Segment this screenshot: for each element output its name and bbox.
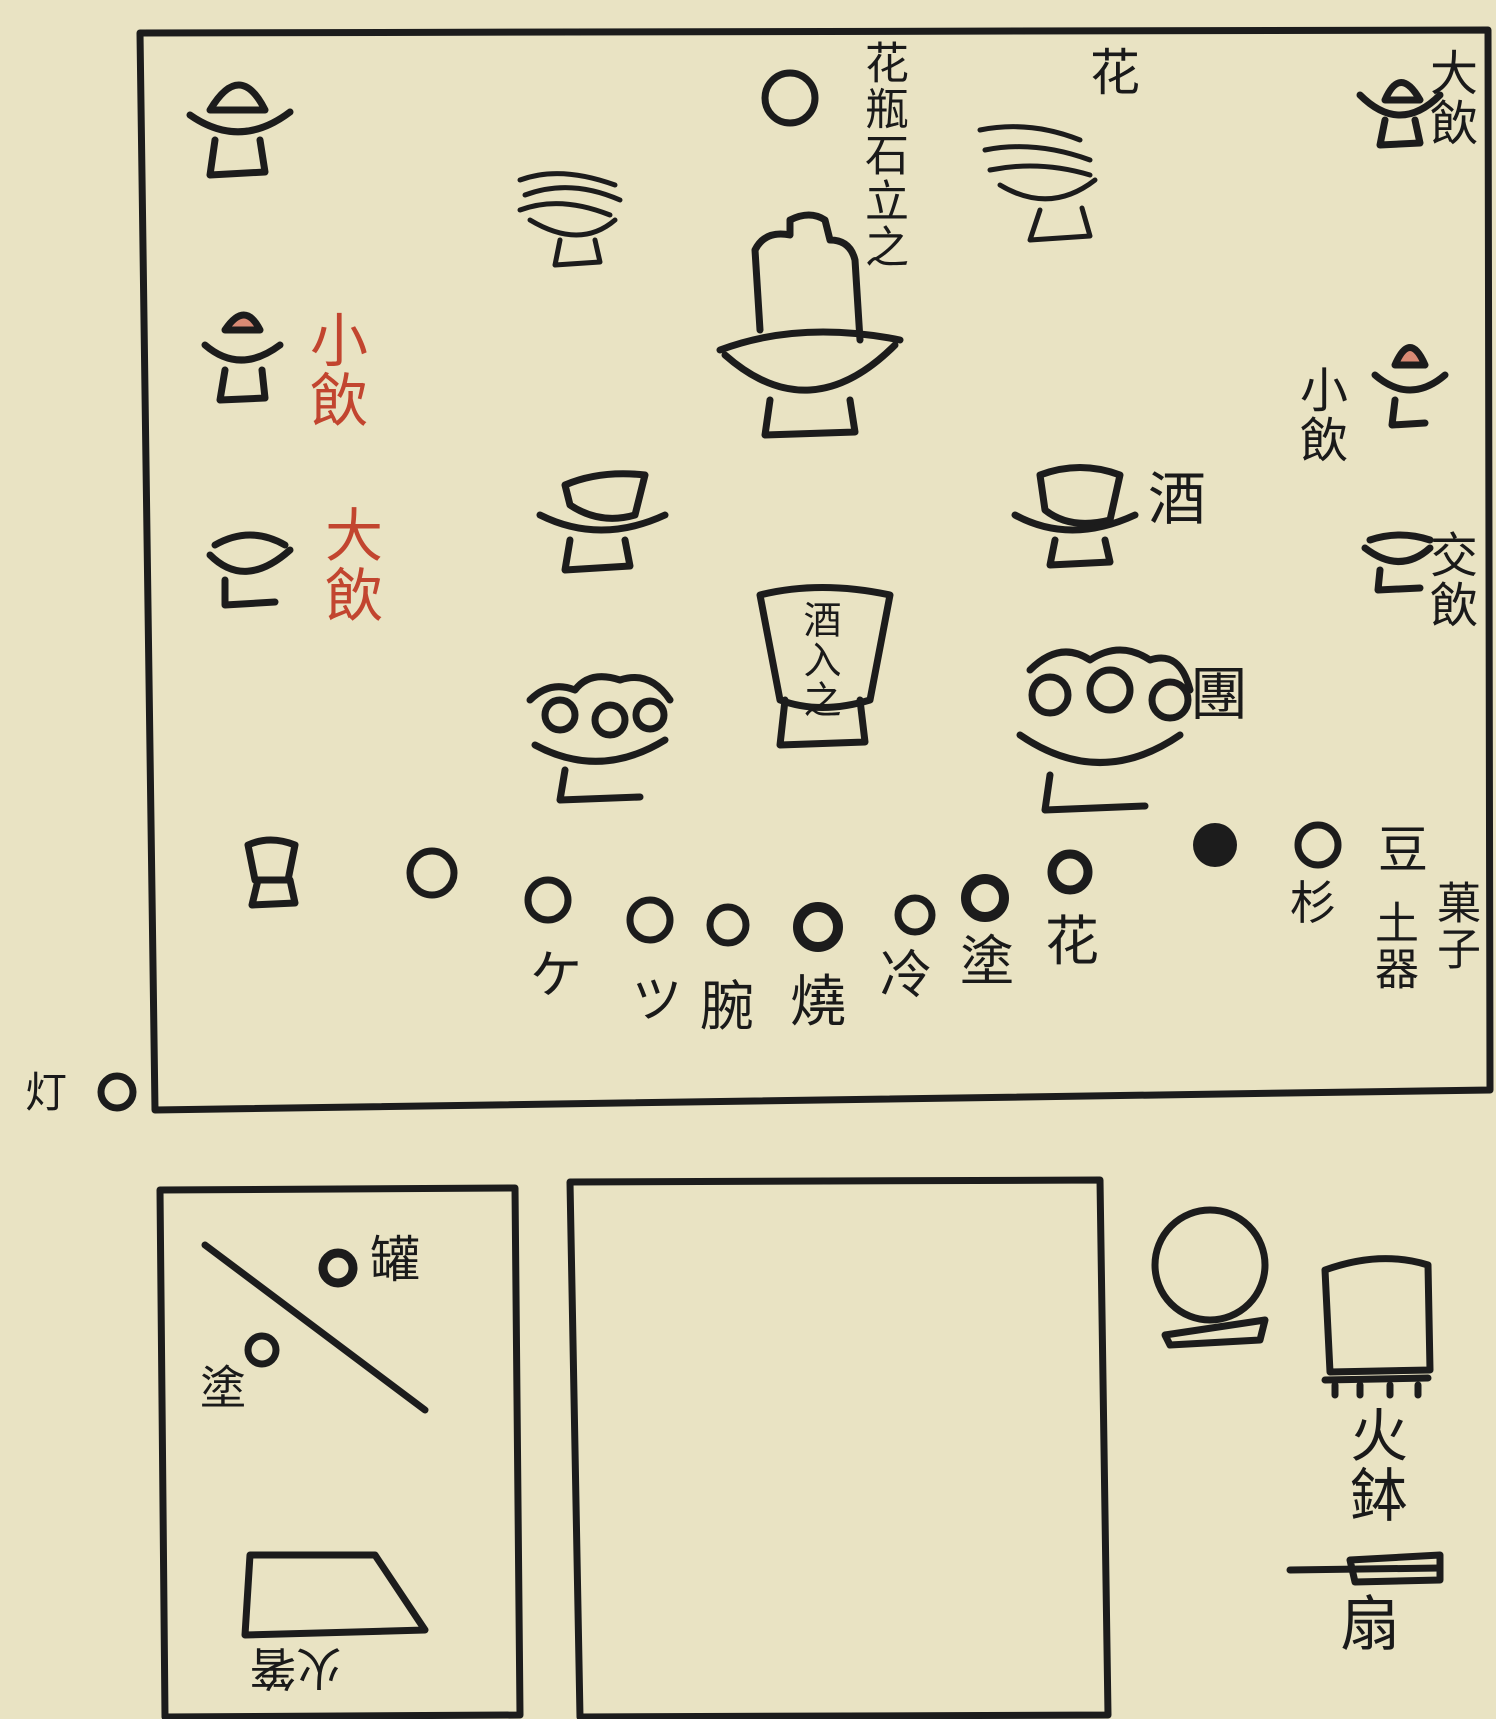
label-center-jar: 酒入之 [797,600,841,720]
left-box-frame [156,1184,524,1719]
label-row-ke: ケ [530,946,583,1006]
label-brazier: 火鉢 [1340,1405,1408,1525]
mirror-circle [1151,1206,1269,1324]
box-circle-upper [318,1248,358,1288]
label-fan: 扇 [1340,1590,1400,1660]
lamp-circle [97,1072,137,1112]
label-row-sugi: 杉 [1290,876,1336,930]
label-left-small-drink: 小飲 [300,310,368,430]
fan-icon [1286,1551,1444,1586]
jar-icon [756,584,894,749]
flower-bowl-icon-left [517,171,623,268]
dish-circle-nimono [706,903,750,947]
stand-plate [1161,1316,1269,1349]
label-left-box-upper: 罐 [370,1231,420,1289]
label-dumplings: 團 [1190,660,1249,728]
label-right-large-drink: 大飲 [1421,48,1477,148]
label-left-large-drink: 大飲 [315,505,383,625]
center-box-frame [566,1176,1112,1719]
dish-circle-filled [1193,823,1237,867]
dish-circle-tsu [626,896,674,944]
label-row-hiya: 冷 [880,946,933,1006]
label-vase-stone: 花瓶石立之 [857,40,908,270]
cup-icon-top-right [1356,79,1444,149]
label-left-box-tray: 火箸 [250,1641,342,1695]
vase-stone-icon [716,211,904,439]
dish-circle-ke [524,876,572,924]
label-right-other-drink: 交飲 [1421,530,1477,630]
label-row-mame: 豆 [1378,821,1428,879]
cup-icon-row-left [244,836,299,909]
label-row-yaki: 燒 [790,970,846,1035]
dish-circle-sugi [1294,821,1342,869]
label-row-doki: 土器 [1367,900,1418,992]
dumpling-bowl-icon-left [526,673,674,804]
tray-icon [241,1551,429,1639]
cup-icon-left-large [206,531,294,609]
label-row-tsu: ツ [632,971,682,1029]
main-altar-frame [136,26,1494,1114]
box-circle-mid [244,1332,280,1368]
label-row-kashi: 菓子 [1429,880,1480,972]
label-top-flower: 花 [1090,44,1140,102]
label-right-small-drink: 小飲 [1291,365,1347,465]
label-sake: 酒 [1148,465,1207,533]
brazier-icon [1321,1255,1434,1399]
dumpling-bowl-icon-right [1016,646,1194,814]
cup-icon-right-small [1371,344,1449,429]
cup-icon-right-other [1361,531,1434,594]
label-row-hana: 花 [1045,910,1099,973]
dish-circle-hiya [894,894,936,936]
label-row-nimono: 腕 [700,975,754,1038]
cup-icon-left-small [201,311,284,404]
label-row-nuri: 塗 [960,930,1014,993]
chopstick-line [201,1241,429,1414]
dish-circle-yaki [793,902,843,952]
cup-icon-sake [1011,464,1139,569]
label-left-box-mid: 塗 [200,1361,246,1415]
cup-icon-top-left [186,81,294,179]
circle-marker-top [761,69,819,127]
dish-circle-1 [406,847,458,899]
dish-circle-hana [1047,849,1093,895]
label-lamp: 灯 [25,1068,68,1117]
flower-bowl-icon-right [977,124,1098,243]
cup-icon-center-left [536,470,669,574]
dish-circle-nuri [961,874,1009,922]
